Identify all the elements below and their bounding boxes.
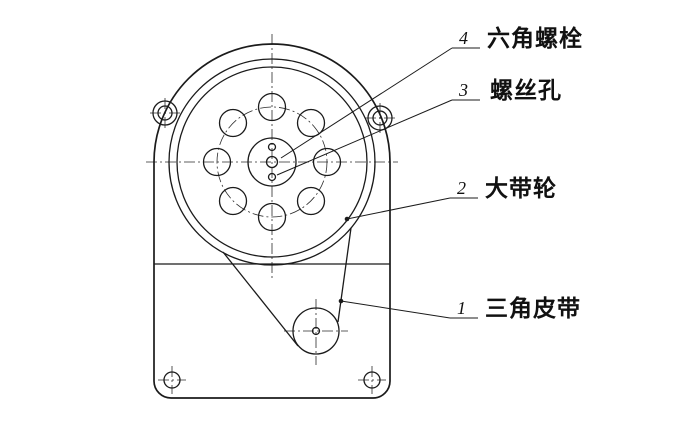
callout-number-3: 3 (458, 80, 468, 100)
callout-screw-hole: 3 螺丝孔 (276, 77, 562, 176)
center-hex-bolt (265, 155, 279, 169)
hub-outline (247, 137, 297, 187)
large-pulley-inner-rim (176, 66, 368, 258)
small-pulley-rim (292, 307, 340, 355)
callout-label-screw-hole: 螺丝孔 (490, 77, 562, 103)
tab-left-bracket (152, 100, 178, 126)
leader-dot-1 (338, 298, 344, 304)
callout-number-2: 2 (457, 178, 466, 198)
leader-line-2 (346, 197, 451, 220)
leader-line-3 (276, 99, 453, 176)
bolt-circle-centerline (216, 106, 328, 218)
screw-hole-bottom (267, 172, 277, 182)
leader-line-4 (280, 47, 453, 159)
small-pulley-shaft (311, 326, 321, 336)
callout-v-belt: 1 三角皮带 (338, 295, 581, 321)
callout-number-1: 1 (457, 298, 466, 318)
mount-tab-right (367, 105, 393, 131)
housing-outline (153, 43, 391, 399)
tab-right-bolt (372, 110, 388, 126)
tab-left-bolt (157, 105, 173, 121)
pulley-hole (257, 202, 287, 232)
pulley-hole (296, 186, 326, 216)
pulley-hole (312, 147, 342, 177)
pulley-hole (218, 186, 248, 216)
v-belt (222, 227, 352, 347)
callout-label-large-pulley: 大带轮 (485, 175, 557, 201)
large-pulley-outer-rim (168, 58, 376, 266)
belt-left-run (222, 251, 299, 347)
foot-bolt-right (363, 371, 381, 389)
screw-hole-top (267, 142, 277, 152)
hub (247, 137, 297, 187)
callouts: 4 六角螺栓 3 螺丝孔 2 大带轮 1 三角皮带 (276, 25, 583, 321)
foot-bolt-left (163, 371, 181, 389)
pulley-hole (202, 147, 232, 177)
callout-large-pulley: 2 大带轮 (344, 175, 557, 222)
tab-right-bracket (367, 105, 393, 131)
leader-dot-2 (344, 216, 350, 222)
pulley-hole (296, 108, 326, 138)
small-pulley (292, 307, 340, 355)
belt-right-run (337, 227, 352, 323)
mount-tab-left (152, 100, 178, 126)
housing (153, 43, 391, 399)
callout-label-hex-bolt: 六角螺栓 (487, 25, 583, 51)
pulley-hole (257, 92, 287, 122)
large-pulley (168, 58, 376, 266)
pulley-hole (218, 108, 248, 138)
leader-line-1 (340, 300, 451, 319)
callout-number-4: 4 (459, 28, 468, 48)
callout-hex-bolt: 4 六角螺栓 (280, 25, 583, 159)
callout-label-v-belt: 三角皮带 (485, 295, 581, 321)
